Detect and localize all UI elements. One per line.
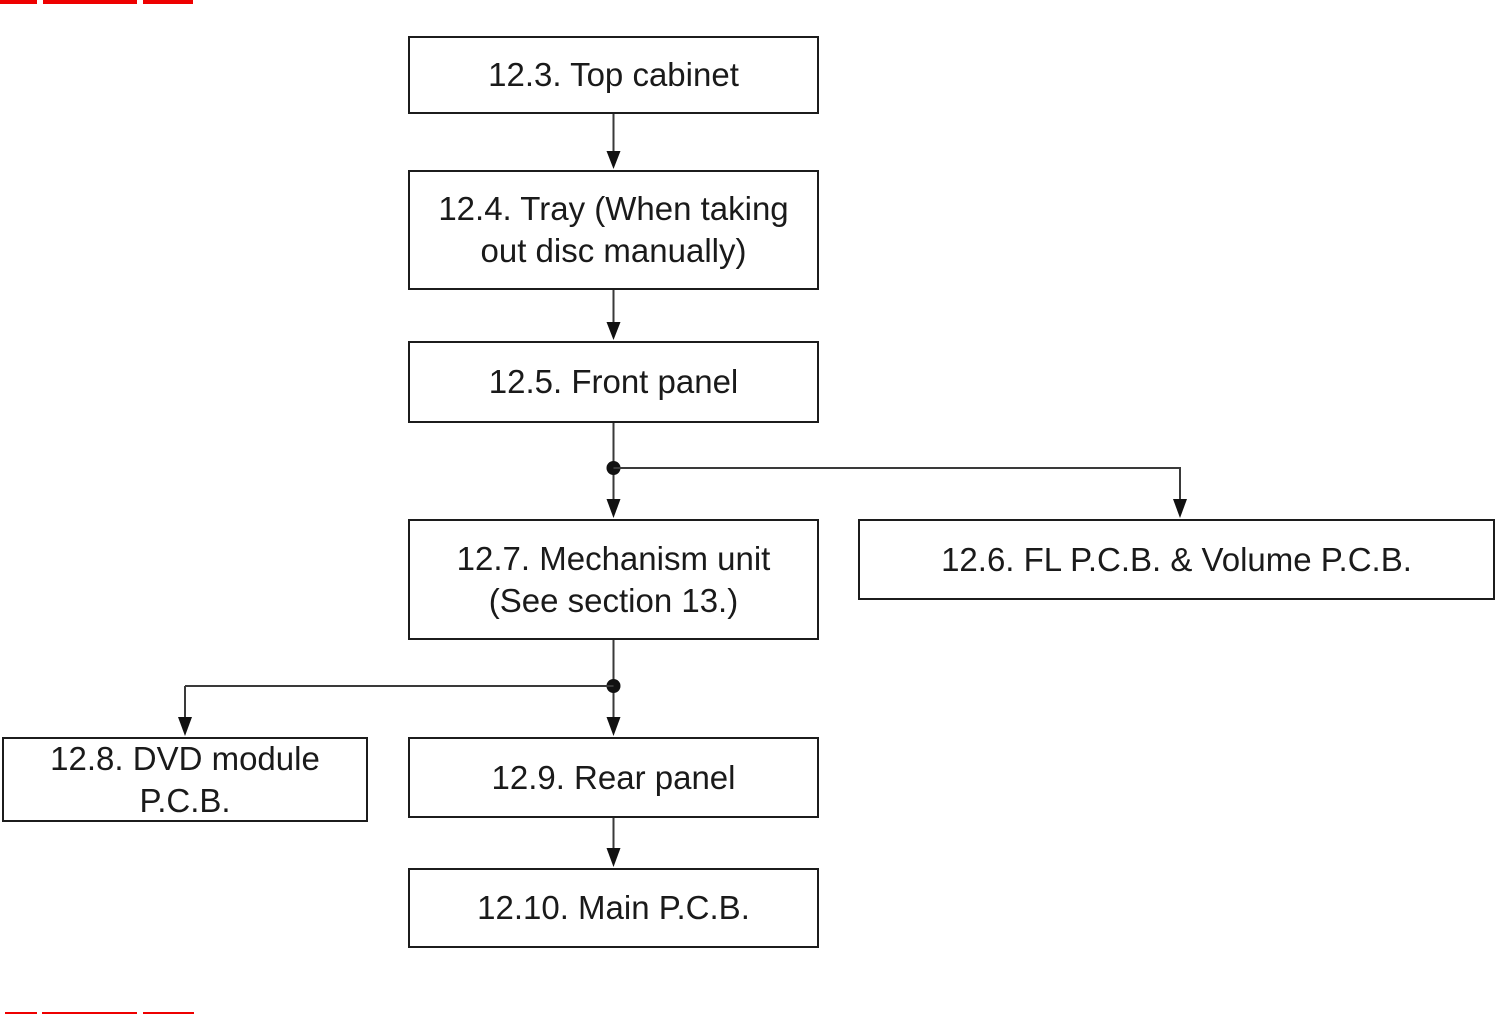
node-label: 12.4. Tray (When taking out disc manuall… <box>438 190 789 269</box>
junction-dot <box>606 461 621 475</box>
arrowhead-icon <box>1173 499 1187 518</box>
node-label: 12.3. Top cabinet <box>488 56 739 94</box>
node-label: 12.5. Front panel <box>488 363 739 401</box>
junction-dot <box>606 679 621 693</box>
red-mark-bottom-2 <box>42 1012 137 1014</box>
flow-node-main-pcb: 12.10. Main P.C.B. <box>408 868 819 948</box>
flow-node-fl-pcb-volume-pcb: 12.6. FL P.C.B. & Volume P.C.B. <box>858 519 1495 600</box>
arrowhead-icon <box>606 151 621 169</box>
flow-node-dvd-module-pcb: 12.8. DVD module P.C.B. <box>2 737 368 822</box>
connector-12-9-to-12-10 <box>606 818 621 867</box>
arrowhead-icon <box>606 499 621 518</box>
node-label: 12.8. DVD module P.C.B. <box>50 739 320 819</box>
connector-12-7-to-12-9-and-12-8 <box>178 640 621 736</box>
flow-node-rear-panel: 12.9. Rear panel <box>408 737 819 818</box>
red-mark-bottom-3 <box>143 1012 194 1014</box>
flow-node-mechanism-unit: 12.7. Mechanism unit (See section 13.) <box>408 519 819 640</box>
node-label: 12.9. Rear panel <box>491 758 736 796</box>
node-label: 12.6. FL P.C.B. & Volume P.C.B. <box>941 540 1412 578</box>
node-label: 12.10. Main P.C.B. <box>477 889 750 927</box>
red-mark-top-3 <box>143 0 193 4</box>
red-mark-bottom-1 <box>5 1012 37 1014</box>
flow-node-front-panel: 12.5. Front panel <box>408 341 819 423</box>
connector-12-4-to-12-5 <box>606 290 621 340</box>
flow-node-tray: 12.4. Tray (When taking out disc manuall… <box>408 170 819 290</box>
connector-12-5-to-12-7-and-12-6 <box>606 423 1187 518</box>
arrowhead-icon <box>606 717 621 736</box>
red-mark-top-1 <box>0 0 37 4</box>
arrowhead-icon <box>178 717 192 736</box>
arrowhead-icon <box>606 848 621 867</box>
node-label: 12.7. Mechanism unit (See section 13.) <box>456 539 771 619</box>
connector-12-3-to-12-4 <box>606 114 621 169</box>
arrowhead-icon <box>606 322 621 340</box>
flow-node-top-cabinet: 12.3. Top cabinet <box>408 36 819 114</box>
red-mark-top-2 <box>43 0 137 4</box>
